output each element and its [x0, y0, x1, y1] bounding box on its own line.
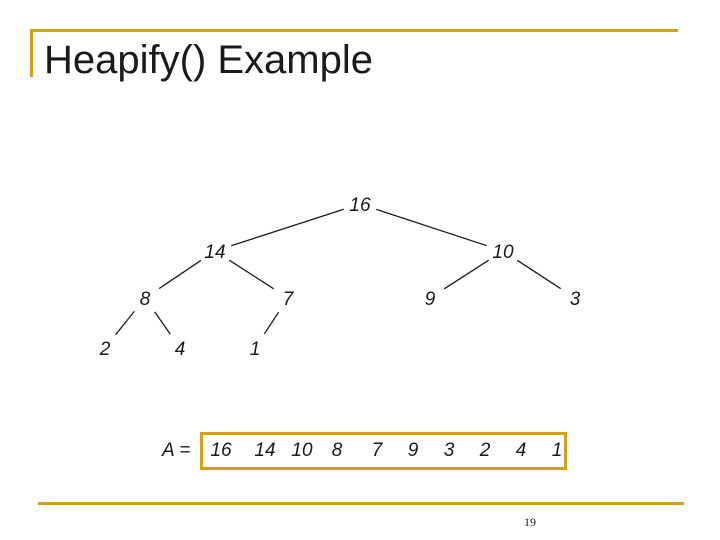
array-cell-0: 16 [210, 440, 232, 461]
array-cell-5: 9 [407, 440, 419, 461]
tree-edge-n2-n5 [228, 259, 275, 290]
title-frame-left [30, 29, 33, 77]
array-cell-6: 3 [443, 440, 455, 461]
array-cell-4: 7 [371, 440, 383, 461]
tree-edge-n2-n4 [158, 259, 202, 290]
page-number: 19 [524, 515, 536, 529]
footer-rule [38, 502, 684, 505]
tree-node-2: 2 [99, 339, 111, 360]
tree-node-4: 4 [175, 339, 186, 360]
tree-edge-n4-n9 [154, 311, 171, 335]
array-cells: 16 14 10 8 7 9 3 2 4 1 [200, 432, 567, 470]
array-cell-2: 10 [291, 440, 313, 461]
tree-nodes: 16 14 10 8 7 9 3 2 4 1 [99, 195, 581, 360]
tree-edge-n3-n6 [443, 259, 490, 290]
tree-edge-n1-n2 [230, 208, 345, 247]
slide-title: Heapify() Example [44, 38, 374, 82]
tree-node-10: 10 [492, 242, 514, 263]
tree-node-1: 1 [250, 339, 261, 360]
tree-node-14: 14 [204, 242, 225, 263]
tree-edge-n3-n7 [516, 259, 562, 290]
tree-edge-n4-n8 [115, 310, 135, 336]
tree-node-16: 16 [349, 195, 371, 216]
tree-edge-n1-n3 [375, 208, 488, 247]
array-cell-8: 4 [515, 440, 527, 461]
tree-node-8: 8 [140, 289, 151, 310]
title-frame-top [30, 29, 678, 32]
tree-node-9: 9 [425, 289, 436, 310]
array-cell-9: 1 [551, 440, 563, 461]
tree-node-7: 7 [283, 289, 295, 310]
array-cell-3: 8 [331, 440, 343, 461]
array-label: A = [162, 440, 191, 461]
tree-edges [115, 208, 562, 336]
tree-node-3: 3 [570, 289, 581, 310]
array-cell-7: 2 [479, 440, 491, 461]
tree-edge-n5-n10 [263, 311, 280, 335]
array-cell-1: 14 [254, 440, 276, 461]
